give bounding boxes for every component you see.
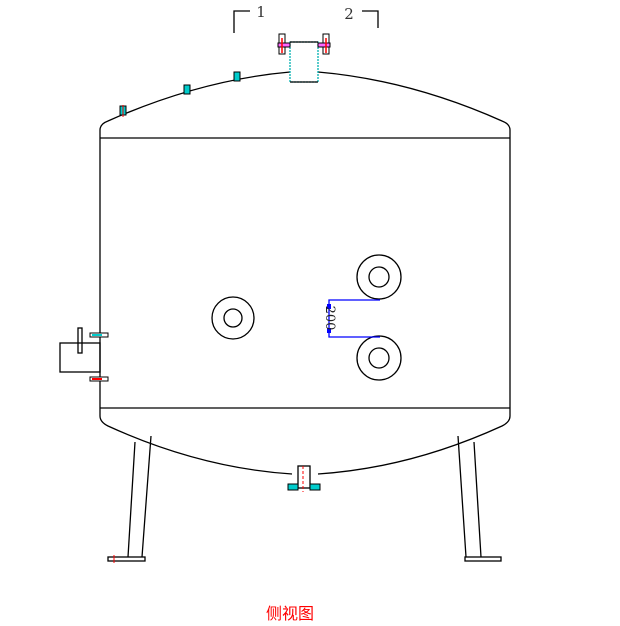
dimension-label: 200 [322, 306, 337, 331]
nozzle-left [211, 296, 255, 340]
right-leg [457, 435, 482, 558]
callout-2: 2 [344, 5, 354, 23]
bolt-flanges [89, 33, 331, 563]
dimension-200 [327, 299, 380, 338]
top-manhole [289, 41, 319, 83]
callout-bracket-2 [362, 10, 379, 28]
head-nozzles [119, 71, 241, 117]
left-foot [107, 556, 146, 562]
callout-bracket-1 [233, 10, 250, 33]
bottom-outlet [297, 465, 311, 489]
side-manway-handle [77, 327, 83, 354]
nozzle-right-upper [356, 254, 402, 300]
bottom-outlet-bolts [287, 466, 321, 492]
side-manway [59, 342, 101, 373]
view-caption: 侧视图 [266, 604, 314, 623]
left-leg [127, 435, 152, 558]
side-manway-bolts [89, 332, 109, 382]
top-flange-right [317, 33, 331, 55]
top-head [99, 71, 511, 138]
callout-1: 1 [256, 3, 266, 21]
right-foot [464, 556, 502, 562]
top-flange-left [277, 33, 291, 55]
bottom-head [99, 408, 511, 475]
nozzle-right-lower [356, 335, 402, 381]
